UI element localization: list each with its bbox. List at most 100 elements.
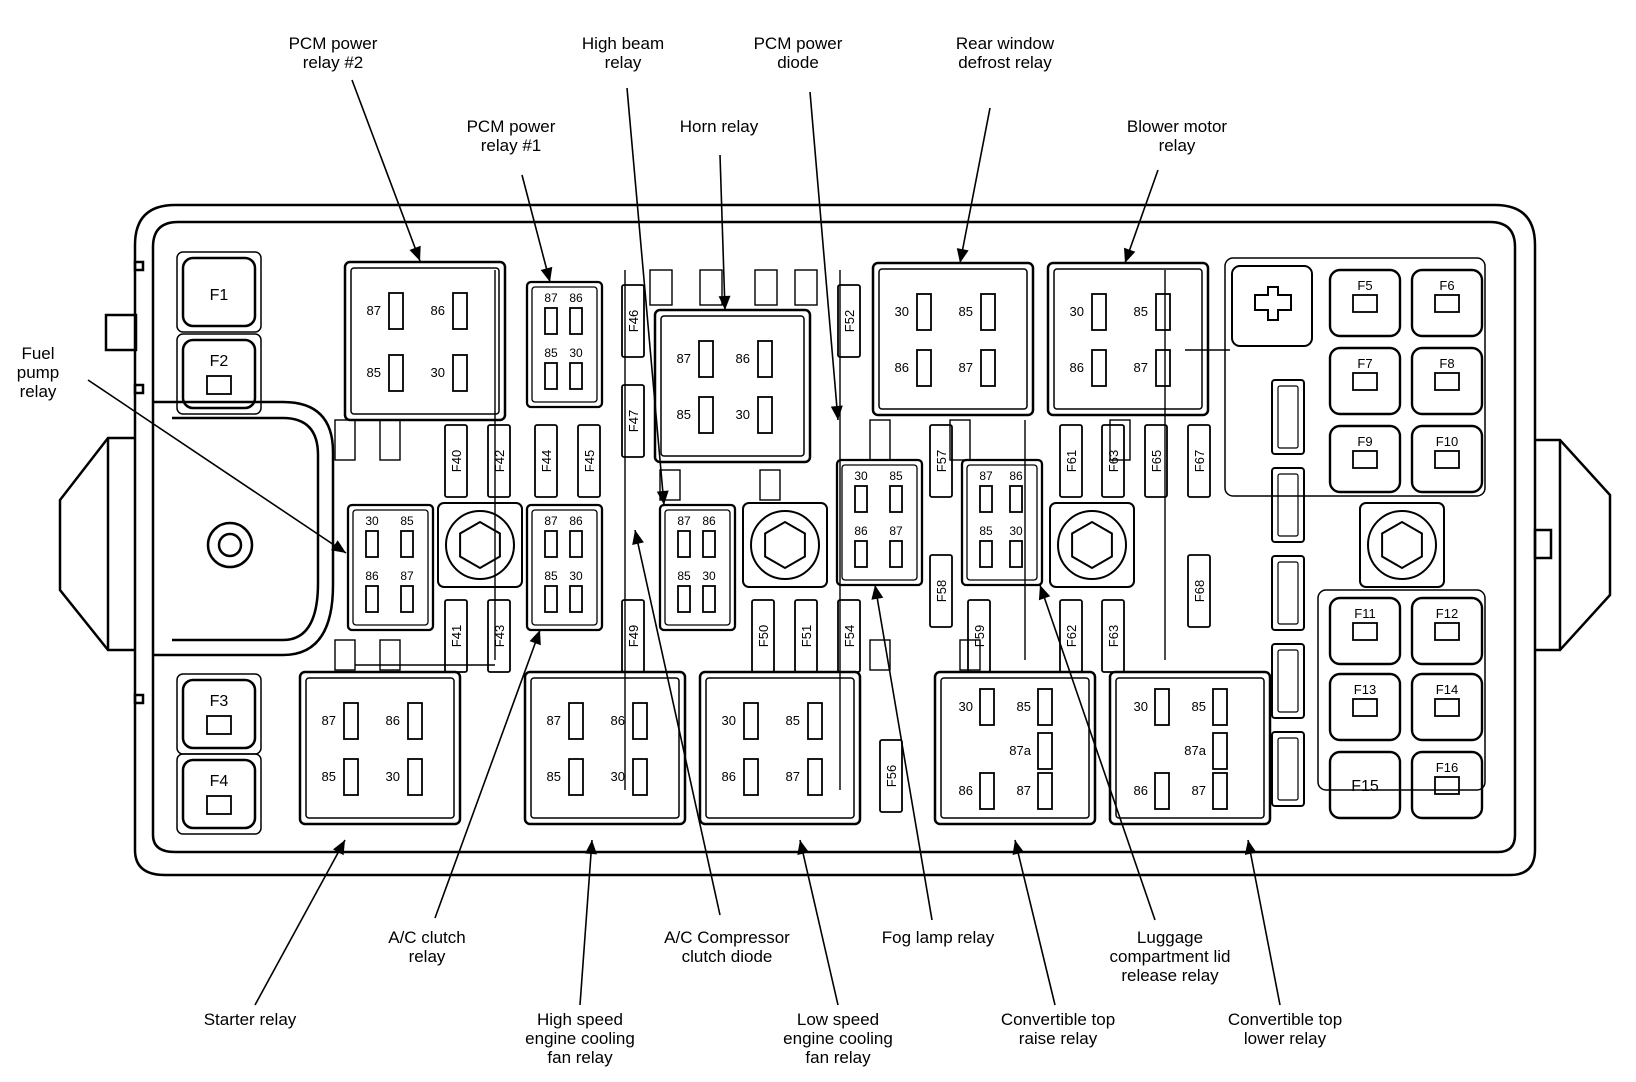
relay-highbeam-pin-85: 85 <box>677 569 691 583</box>
relay-pcm2-pin-87: 87 <box>367 303 381 318</box>
fuse-F43: F43 <box>487 599 511 673</box>
relay-pcm2-pin-slot <box>388 354 404 392</box>
callout-luggage-arrowhead <box>1038 585 1051 601</box>
fuse-F62-body <box>1059 599 1083 673</box>
fuse-F65: F65 <box>1144 424 1168 498</box>
relay-rearwin-pin-slot <box>916 293 932 331</box>
relay-rearwin-pin-slot <box>916 349 932 387</box>
fuse-F57-body <box>929 424 953 498</box>
callout-lospeed-line: engine cooling <box>783 1029 893 1048</box>
callout-highbeam-line: relay <box>605 53 642 72</box>
relay-convlower-pin-slot <box>1154 772 1170 810</box>
relay-blower-pin-87: 87 <box>1134 360 1148 375</box>
rail-clip <box>334 639 356 671</box>
bolt-boss <box>437 502 523 588</box>
callout-horn-label: Horn relay <box>680 117 759 136</box>
relay-rearwin-pin-86: 86 <box>895 360 909 375</box>
relay-starter-pin-85: 85 <box>322 769 336 784</box>
fuse-box-housing <box>58 203 1612 877</box>
fuse-F12: F12 <box>1410 596 1484 666</box>
fuse-F45: F45 <box>577 424 601 498</box>
relay-starter-pin-86: 86 <box>386 713 400 728</box>
callout-fuelpump-line: relay <box>20 382 57 401</box>
relay-horn-pin-slot <box>698 396 714 434</box>
relay-rearwin-pin-slot <box>980 293 996 331</box>
fuse-F13-window <box>1352 698 1378 717</box>
relay-hispeed-inner <box>530 677 680 819</box>
fuse-F3-window <box>206 715 232 735</box>
callout-convlower-line: Convertible top <box>1228 1010 1342 1029</box>
fuse-F7: F7 <box>1328 346 1402 416</box>
fuse-F54: F54 <box>837 599 861 673</box>
callout-horn-line: Horn relay <box>680 117 759 136</box>
relay-luggage-inner <box>966 464 1038 581</box>
relay-hispeed-pin-30: 30 <box>611 769 625 784</box>
fuse-F42: F42 <box>487 424 511 498</box>
fuse-F3-label: F3 <box>210 693 229 710</box>
callout-starter-arrowhead <box>333 840 345 856</box>
callout-starter-line: Starter relay <box>204 1010 297 1029</box>
relay-horn-body <box>653 308 812 464</box>
fuse-F4-holder <box>176 753 262 835</box>
relay-highbeam-pin-86: 86 <box>702 514 716 528</box>
fuse-F51: F51 <box>794 599 818 673</box>
rail-clip <box>699 269 723 306</box>
relay-lospeed-pin-slot <box>807 702 823 740</box>
fuse-F47-label: F47 <box>626 410 641 432</box>
callout-hispeed-leader <box>579 839 593 1006</box>
fuse-F3: F3 <box>176 673 262 755</box>
fuse-F10-body <box>1410 424 1484 494</box>
relay-pcm2-inner <box>350 267 500 415</box>
callout-acclutch-leader <box>434 629 541 919</box>
relay-lospeed-pin-slot <box>807 758 823 796</box>
relay-highbeam-pin-slot <box>677 530 691 558</box>
callout-blower-line: relay <box>1159 136 1196 155</box>
fuse-F56-label: F56 <box>884 765 899 787</box>
fuse-F13-body <box>1328 672 1402 742</box>
fuse-F44-label: F44 <box>539 450 554 472</box>
callout-fuelpump-line: pump <box>17 363 60 382</box>
callout-acdiode-line: A/C Compressor <box>664 928 790 947</box>
relay-foglamp-pin-slot <box>889 540 903 568</box>
fuse-F2-label: F2 <box>210 353 229 370</box>
fuse-puller-icon <box>1254 286 1292 321</box>
fuse-F52: F52 <box>837 284 861 358</box>
fuse-F6: F6 <box>1410 268 1484 338</box>
fuse-F15-body <box>1328 750 1402 820</box>
relay-horn-pin-86: 86 <box>736 351 750 366</box>
fuse-F8-body <box>1410 346 1484 416</box>
callout-lospeed-arrowhead <box>797 840 809 855</box>
rail-clip <box>869 419 891 461</box>
callout-acdiode-leader <box>634 529 721 916</box>
relay-pcm2-pin-slot <box>388 292 404 330</box>
relay-luggage-pin-slot <box>979 485 993 513</box>
bolt-boss <box>1359 502 1445 588</box>
fuse-F44: F44 <box>534 424 558 498</box>
fuse-F56: F56 <box>879 739 903 813</box>
relay-convlower-pin-86: 86 <box>1134 783 1148 798</box>
fuse-F9-window <box>1352 450 1378 469</box>
callout-blower-arrowhead <box>1124 247 1136 263</box>
relay-horn-pin-30: 30 <box>736 407 750 422</box>
relay-luggage-pin-86: 86 <box>1009 469 1023 483</box>
relay-foglamp-pin-slot <box>854 485 868 513</box>
callout-rearwin-leader <box>959 107 991 264</box>
relay-convraise-inner <box>940 677 1090 819</box>
fuse-F15-label: F15 <box>1351 778 1379 795</box>
fuse-F11: F11 <box>1328 596 1402 666</box>
fuse-F4: F4 <box>176 753 262 835</box>
